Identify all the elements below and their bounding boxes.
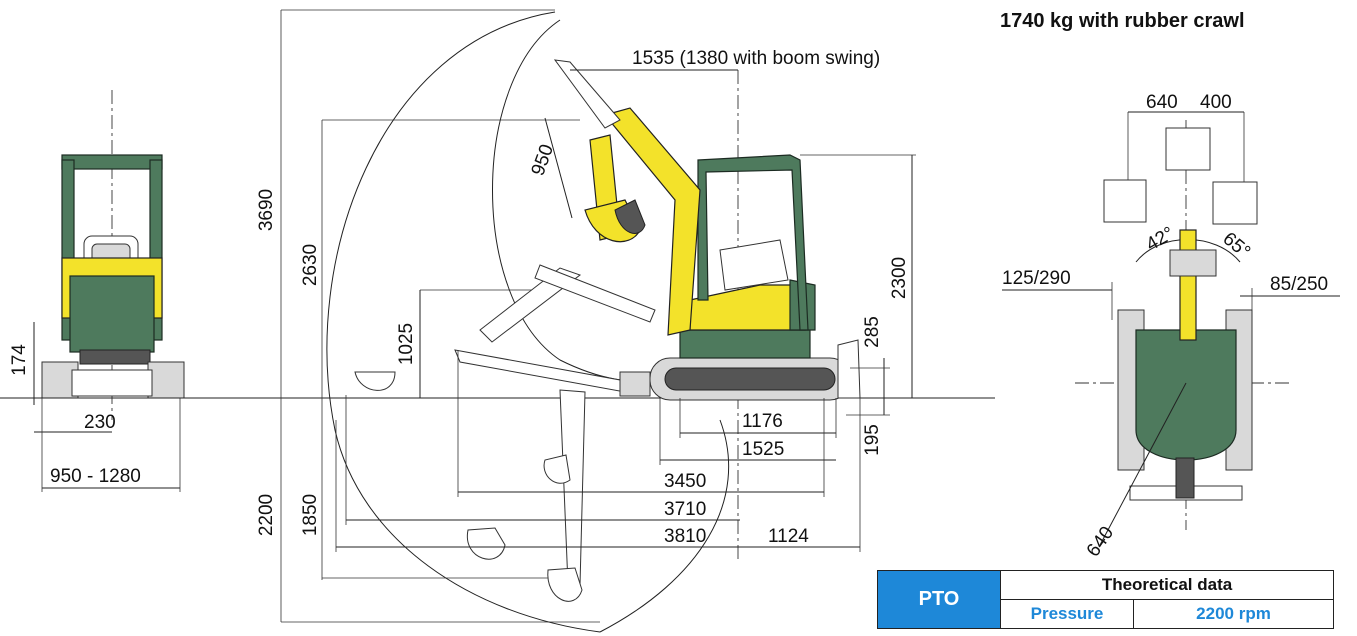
boom-height-dim: 1025 [396, 323, 417, 365]
front-half-width-dim: 230 [84, 412, 116, 433]
blade-height-dim: 195 [862, 424, 883, 456]
dump-height-dim: 2630 [300, 244, 321, 286]
max-reach-top-dim: 1535 (1380 with boom swing) [632, 48, 880, 69]
rear-overhang-dim: 1124 [768, 526, 809, 547]
top-left-side-dim: 125/290 [1002, 268, 1071, 289]
theoretical-data-cell: Theoretical data [1000, 570, 1334, 600]
front-view: 174 230 950 - 1280 [9, 90, 200, 492]
total-height-dim: 3690 [256, 189, 277, 231]
front-height-dim: 174 [9, 344, 30, 376]
track-total-dim: 1525 [742, 439, 784, 460]
top-rear-radius-dim: 640 [1083, 523, 1118, 561]
rpm-cell: 2200 rpm [1133, 599, 1334, 629]
vertical-depth-dim: 1850 [300, 494, 321, 536]
side-view: 1535 (1380 with boom swing) 3690 2630 95… [0, 9, 995, 633]
reach-3-dim: 3810 [664, 526, 706, 547]
track-length-dim: 1176 [742, 411, 783, 432]
reach-2-dim: 3710 [664, 499, 706, 520]
dig-depth-dim: 2200 [256, 494, 277, 536]
top-right-side-dim: 85/250 [1270, 274, 1328, 295]
reach-1-dim: 3450 [664, 471, 706, 492]
pto-title-cell: PTO [877, 570, 1001, 629]
ground-clearance-dim: 285 [862, 316, 883, 348]
weight-headline: 1740 kg with rubber crawl [1000, 10, 1245, 32]
top-offset-right-dim: 400 [1200, 92, 1232, 113]
arm-length-dim: 950 [528, 142, 559, 179]
top-view: 640 400 42° 65° 125/290 85/250 [1002, 92, 1340, 561]
top-offset-left-dim: 640 [1146, 92, 1178, 113]
pressure-cell: Pressure [1000, 599, 1134, 629]
cab-height-dim: 2300 [889, 257, 910, 299]
angle-right-label: 65° [1219, 228, 1255, 263]
pto-table: PTO Theoretical data Pressure 2200 rpm [877, 570, 1334, 629]
front-track-width-dim: 950 - 1280 [50, 466, 141, 487]
